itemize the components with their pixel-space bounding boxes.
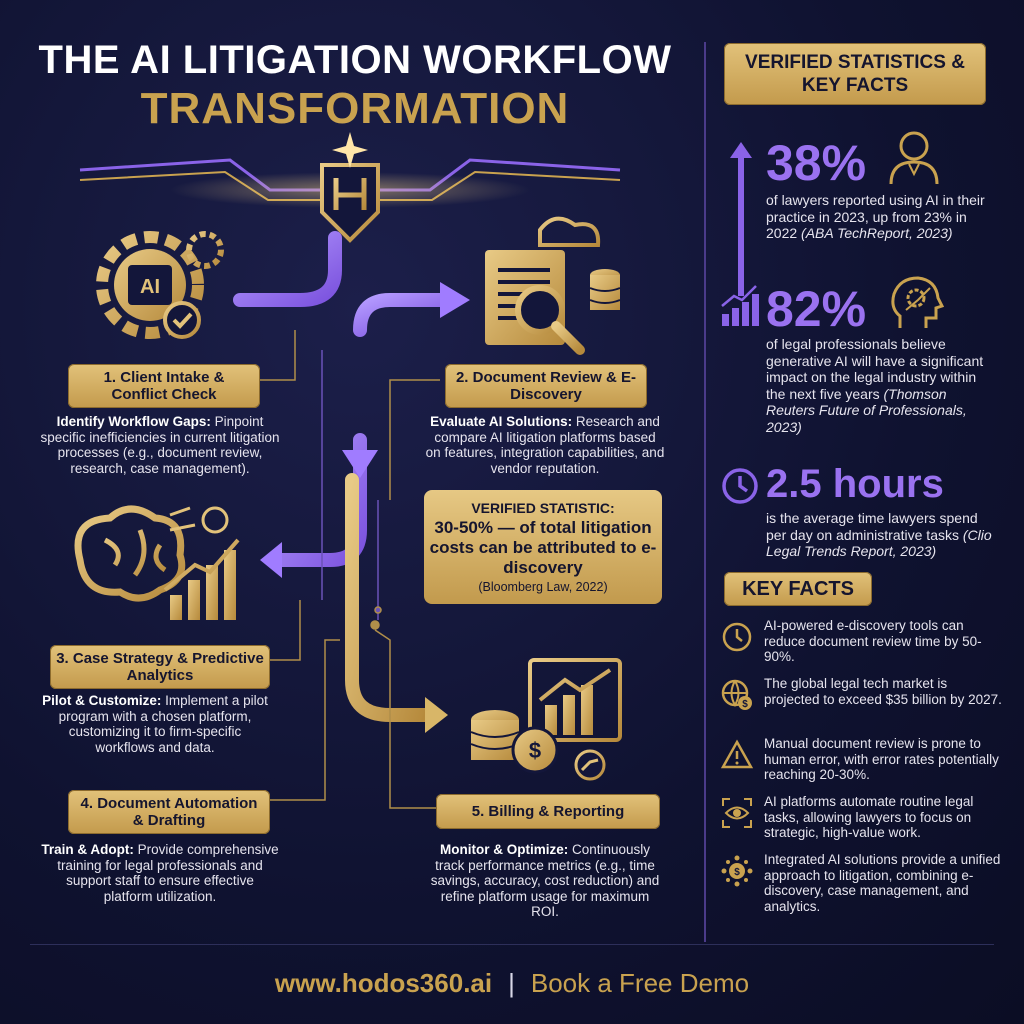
book-demo-link[interactable]: Book a Free Demo	[530, 968, 750, 998]
key-fact-text: AI-powered e-discovery tools can reduce …	[764, 618, 982, 664]
stat-3-text: is the average time lawyers spend per da…	[766, 510, 998, 560]
step-4-description: Train & Adopt: Provide comprehensive tra…	[40, 842, 280, 904]
title-line-1: THE AI LITIGATION WORKFLOW	[38, 38, 672, 82]
clock-icon	[722, 622, 752, 652]
stat-2-desc: of legal professionals believe generativ…	[766, 336, 984, 402]
stat-2-source: (Thomson Reuters Future of Professionals…	[766, 385, 967, 435]
step-5-desc-bold: Monitor & Optimize:	[439, 842, 569, 857]
document-search-icon	[485, 216, 621, 355]
column-divider	[704, 42, 706, 942]
svg-text:$: $	[734, 867, 740, 878]
step-1-desc-text: Pinpoint specific inefficiencies in curr…	[40, 414, 280, 476]
key-fact-item: $ Integrated AI solutions provide a unif…	[720, 852, 1010, 922]
stat-1-desc: of lawyers reported using AI in their pr…	[766, 192, 985, 241]
head-gear-icon	[891, 276, 944, 328]
key-facts-title: KEY FACTS	[724, 572, 872, 606]
svg-text:$: $	[742, 699, 748, 710]
stat-2-text: of legal professionals believe generativ…	[766, 336, 998, 435]
step-1-desc-bold: Identify Workflow Gaps:	[56, 414, 211, 429]
purple-flow-path	[233, 231, 447, 567]
stat-3-value: 2.5 hours	[766, 462, 944, 506]
connector-lines	[255, 330, 440, 809]
key-fact-item: Manual document review is prone to human…	[720, 736, 1010, 806]
stat-2-value: 82%	[766, 281, 867, 337]
key-fact-text: Integrated AI solutions provide a unifie…	[764, 852, 1001, 914]
stat-1-value: 38%	[766, 135, 867, 191]
arrow-to-step-5	[425, 697, 448, 733]
up-arrow-icon	[730, 142, 752, 296]
step-2-label: 2. Document Review & E-Discovery	[445, 364, 647, 408]
verified-statistic-box: VERIFIED STATISTIC: 30-50% — of total li…	[424, 490, 662, 604]
arrow-down	[342, 450, 378, 478]
step-2-desc-text: Research and compare AI litigation platf…	[425, 414, 665, 476]
brain-analytics-icon	[74, 505, 240, 620]
footer-url-link[interactable]: www.hodos360.ai	[274, 968, 493, 998]
key-fact-item: $ The global legal tech market is projec…	[720, 676, 1010, 746]
verified-statistic-main: 30-50% — of total litigation costs can b…	[429, 518, 657, 577]
coins-chart-icon: $	[470, 658, 622, 781]
stat-3-desc: is the average time lawyers spend per da…	[766, 510, 978, 543]
stat-3-source: (Clio Legal Trends Report, 2023)	[766, 526, 992, 560]
svg-text:$: $	[529, 738, 541, 763]
step-2-description: Evaluate AI Solutions: Research and comp…	[425, 414, 665, 476]
hodos-shield-logo	[320, 132, 380, 243]
step-4-label: 4. Document Automation & Drafting	[68, 790, 270, 834]
verified-statistic-source: (Bloomberg Law, 2022)	[478, 580, 608, 594]
key-fact-text: Manual document review is prone to human…	[764, 736, 999, 782]
key-fact-item: AI platforms automate routine legal task…	[720, 794, 1010, 864]
lawyer-icon	[889, 131, 939, 185]
step-3-description: Pilot & Customize: Implement a pilot pro…	[40, 693, 270, 755]
key-fact-text: AI platforms automate routine legal task…	[764, 794, 974, 840]
step-1-label: 1. Client Intake & Conflict Check	[68, 364, 260, 408]
step-4-desc-bold: Train & Adopt:	[41, 842, 134, 857]
step-5-description: Monitor & Optimize: Continuously track p…	[425, 842, 665, 920]
stat-1-source: (ABA TechReport, 2023)	[801, 225, 953, 241]
clock-icon	[722, 468, 758, 504]
footer-divider	[30, 944, 994, 945]
key-fact-item: AI-powered e-discovery tools can reduce …	[720, 618, 1010, 688]
ai-gear-icon: AI	[96, 231, 224, 339]
sidebar-title: VERIFIED STATISTICS & KEY FACTS	[724, 43, 986, 105]
step-3-label: 3. Case Strategy & Predictive Analytics	[50, 645, 270, 689]
svg-text:AI: AI	[140, 276, 160, 298]
stat-1-text: of lawyers reported using AI in their pr…	[766, 192, 996, 242]
workflow-diagram: AI	[74, 132, 622, 809]
footer: www.hodos360.ai | Book a Free Demo	[0, 968, 1024, 999]
integration-icon: $	[721, 855, 753, 887]
eye-scan-icon	[722, 798, 752, 828]
warning-icon	[720, 739, 754, 769]
gold-flow-path	[345, 473, 432, 722]
arrow-to-step-3	[260, 542, 282, 578]
step-3-desc-bold: Pilot & Customize:	[42, 693, 162, 708]
key-fact-text: The global legal tech market is projecte…	[764, 676, 1002, 707]
step-3-desc-text: Implement a pilot program with a chosen …	[58, 693, 268, 755]
step-5-label: 5. Billing & Reporting	[436, 794, 660, 829]
footer-separator: |	[508, 968, 515, 998]
globe-dollar-icon: $	[721, 679, 752, 710]
step-1-description: Identify Workflow Gaps: Pinpoint specifi…	[40, 414, 280, 476]
growth-chart-icon	[721, 285, 759, 326]
step-2-desc-bold: Evaluate AI Solutions:	[430, 414, 573, 429]
title-line-2: TRANSFORMATION	[140, 84, 570, 133]
step-4-desc-text: Provide comprehensive training for legal…	[57, 842, 279, 904]
arrow-to-step-2	[440, 282, 470, 318]
verified-statistic-title: VERIFIED STATISTIC:	[471, 500, 615, 516]
step-5-desc-text: Continuously track performance metrics (…	[430, 842, 660, 919]
